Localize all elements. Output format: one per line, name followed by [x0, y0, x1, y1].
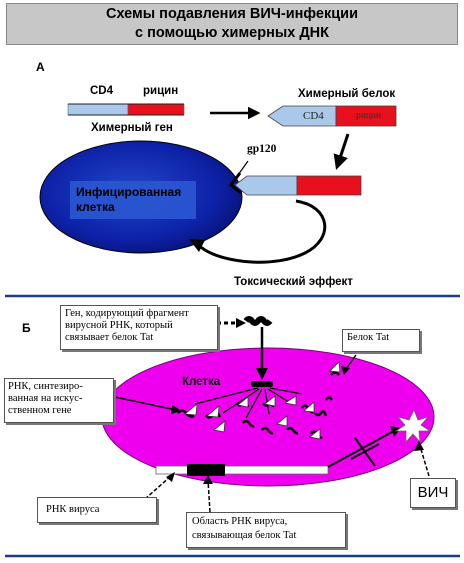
gp120-receptor	[228, 172, 242, 195]
rna-synth-box: РНК, синтезиро- ванная на искус- ственно…	[4, 378, 114, 423]
virus-rna-box: РНК вируса	[37, 497, 157, 523]
rna-synth-line3: ственном гене	[8, 405, 72, 416]
hiv-label: ВИЧ	[417, 484, 449, 501]
cell-b-label: Клетка	[182, 376, 221, 388]
protein-caption: Химерный белок	[298, 88, 396, 100]
cell-label-line1: Инфицированная	[76, 185, 182, 199]
gene-cd4-label: CD4	[90, 85, 114, 97]
hiv-particle	[394, 409, 432, 444]
region-line2: связывающая белок Tat	[192, 530, 297, 541]
region-box: Область РНК вируса, связывающая белок Ta…	[186, 512, 346, 548]
viral-rna-bar	[155, 465, 329, 475]
protein-ricin-label: рицин	[356, 111, 382, 121]
gene-box-line3: связывает белок Tat	[65, 332, 154, 343]
cell-magenta	[101, 347, 435, 487]
tat-triangles	[184, 361, 341, 440]
bound-protein-ricin	[296, 175, 362, 196]
panel-b-label: Б	[22, 321, 31, 335]
gene-fragment	[243, 316, 273, 326]
gene-ricin-bar	[127, 103, 185, 116]
toxic-effect-label: Токсический эффект	[234, 276, 353, 288]
transcription-arrows	[194, 387, 303, 419]
leader-virus-rna	[144, 475, 172, 500]
protein-cd4-part	[267, 105, 337, 127]
bound-protein-cd4	[234, 175, 298, 196]
leader-hiv	[419, 445, 430, 477]
leader-rna-synth	[109, 395, 177, 411]
arrow-protein-to-cell	[333, 133, 350, 170]
tat-box: Белок Tat	[342, 329, 420, 352]
block-cross-2	[350, 443, 380, 460]
toxic-effect-arrow	[192, 199, 327, 264]
hiv-box: ВИЧ	[410, 478, 456, 508]
cell-gene-block	[251, 381, 273, 387]
tat-binding-region	[187, 464, 225, 476]
title-box: Схемы подавления ВИЧ-инфекции с помощью …	[6, 3, 458, 45]
gene-ricin-label: рицин	[143, 85, 179, 97]
virus-rna-label: РНК вируса	[46, 504, 100, 515]
title-line-1: Схемы подавления ВИЧ-инфекции	[106, 6, 358, 22]
infected-cell-label-box	[70, 181, 196, 219]
gene-box-line1: Ген, кодирующий фрагмент	[65, 308, 189, 319]
gene-box-line2: вирусной РНК, который	[65, 320, 173, 331]
cell-label-line2: клетка	[76, 200, 115, 214]
tat-box-label: Белок Tat	[347, 332, 390, 343]
protein-ricin-part	[335, 105, 397, 127]
gene-box: Ген, кодирующий фрагмент вирусной РНК, к…	[60, 305, 218, 350]
gp120-label: gp120	[247, 143, 277, 155]
leader-region	[207, 479, 211, 513]
rna-synth-line2: ванная на искус-	[8, 393, 83, 404]
protein-cd4-label: CD4	[303, 110, 324, 122]
panel-a-label: А	[36, 60, 45, 74]
gene-cd4-bar	[67, 103, 129, 116]
region-line1: Область РНК вируса,	[192, 516, 288, 527]
leader-tat	[345, 354, 357, 370]
gene-caption: Химерный ген	[91, 122, 173, 134]
arrow-rna-to-hiv	[327, 431, 393, 468]
rna-synth-line1: РНК, синтезиро-	[8, 381, 83, 392]
title-line-2: с помощью химерных ДНК	[135, 25, 329, 41]
